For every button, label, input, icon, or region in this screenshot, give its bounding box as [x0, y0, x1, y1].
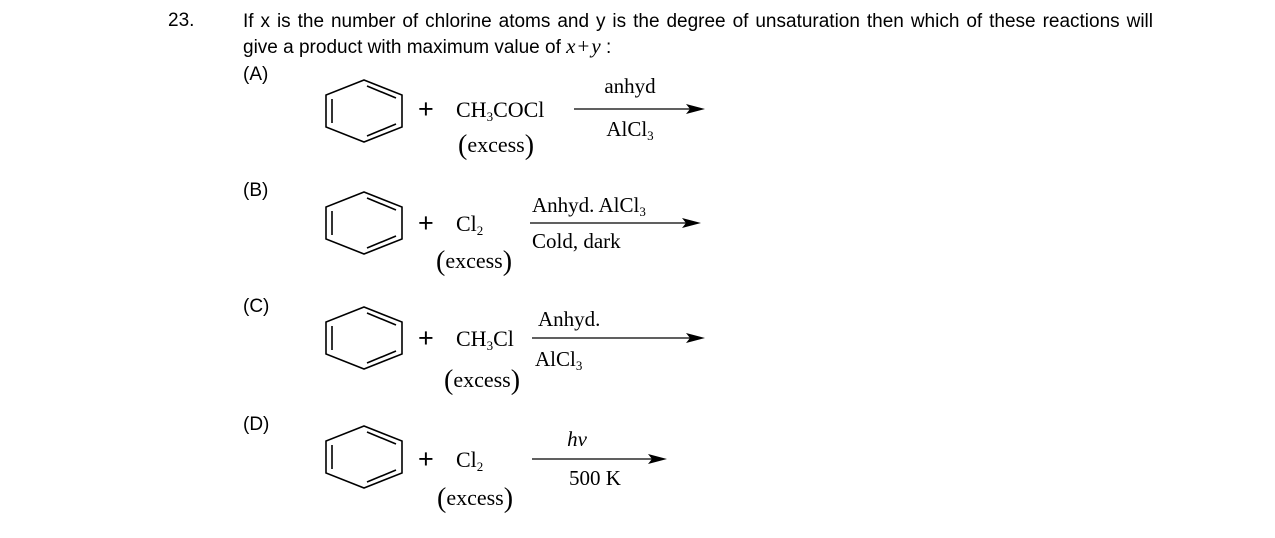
reaction-arrow-icon [532, 454, 667, 464]
option-c-excess: (excess) [444, 365, 521, 396]
option-a-label: (A) [243, 64, 269, 85]
option-b-excess: (excess) [436, 246, 513, 277]
question-text: If x is the number of chlorine atoms and… [243, 10, 1153, 60]
option-b-plus: + [418, 208, 434, 238]
option-a-excess: (excess) [458, 130, 535, 161]
option-b-condition-top: Anhyd. AlCl3 [532, 193, 646, 219]
option-b-label: (B) [243, 180, 269, 201]
benzene-ring-icon [325, 306, 403, 370]
expression-colon: : [605, 37, 612, 58]
benzene-ring-icon [325, 191, 403, 255]
question-text-part1: If x is the number of chlorine atoms and… [243, 11, 1153, 58]
option-a-condition-top: anhyd [604, 74, 656, 98]
question-number: 23. [168, 10, 195, 31]
option-b-reagent: Cl2 [456, 211, 484, 238]
option-a-reagent: CH3COCl [456, 97, 545, 124]
option-d-reagent: Cl2 [456, 447, 484, 474]
benzene-ring-icon [325, 425, 403, 489]
option-d-plus: + [418, 444, 434, 474]
option-a-condition-bottom: AlCl3 [606, 117, 654, 143]
expression-y: y [591, 34, 601, 58]
benzene-ring-icon [325, 79, 403, 143]
expression-x: x [566, 34, 576, 58]
expression-plus: + [577, 34, 590, 58]
option-a-plus: + [418, 94, 434, 124]
option-d-condition-bottom: 500 K [569, 466, 621, 490]
reaction-arrow-icon [532, 333, 705, 343]
option-d-condition-top: hv [567, 427, 587, 451]
option-c-reagent: CH3Cl [456, 326, 514, 353]
option-c-label: (C) [243, 296, 270, 317]
option-c-condition-top: Anhyd. [538, 307, 601, 331]
option-b-condition-bottom: Cold, dark [532, 229, 621, 253]
option-d-label: (D) [243, 414, 270, 435]
option-c-condition-bottom: AlCl3 [535, 347, 583, 373]
option-d-excess: (excess) [437, 483, 514, 514]
option-c-plus: + [418, 323, 434, 353]
reaction-arrow-icon [530, 218, 701, 228]
reaction-arrow-icon [574, 104, 705, 114]
